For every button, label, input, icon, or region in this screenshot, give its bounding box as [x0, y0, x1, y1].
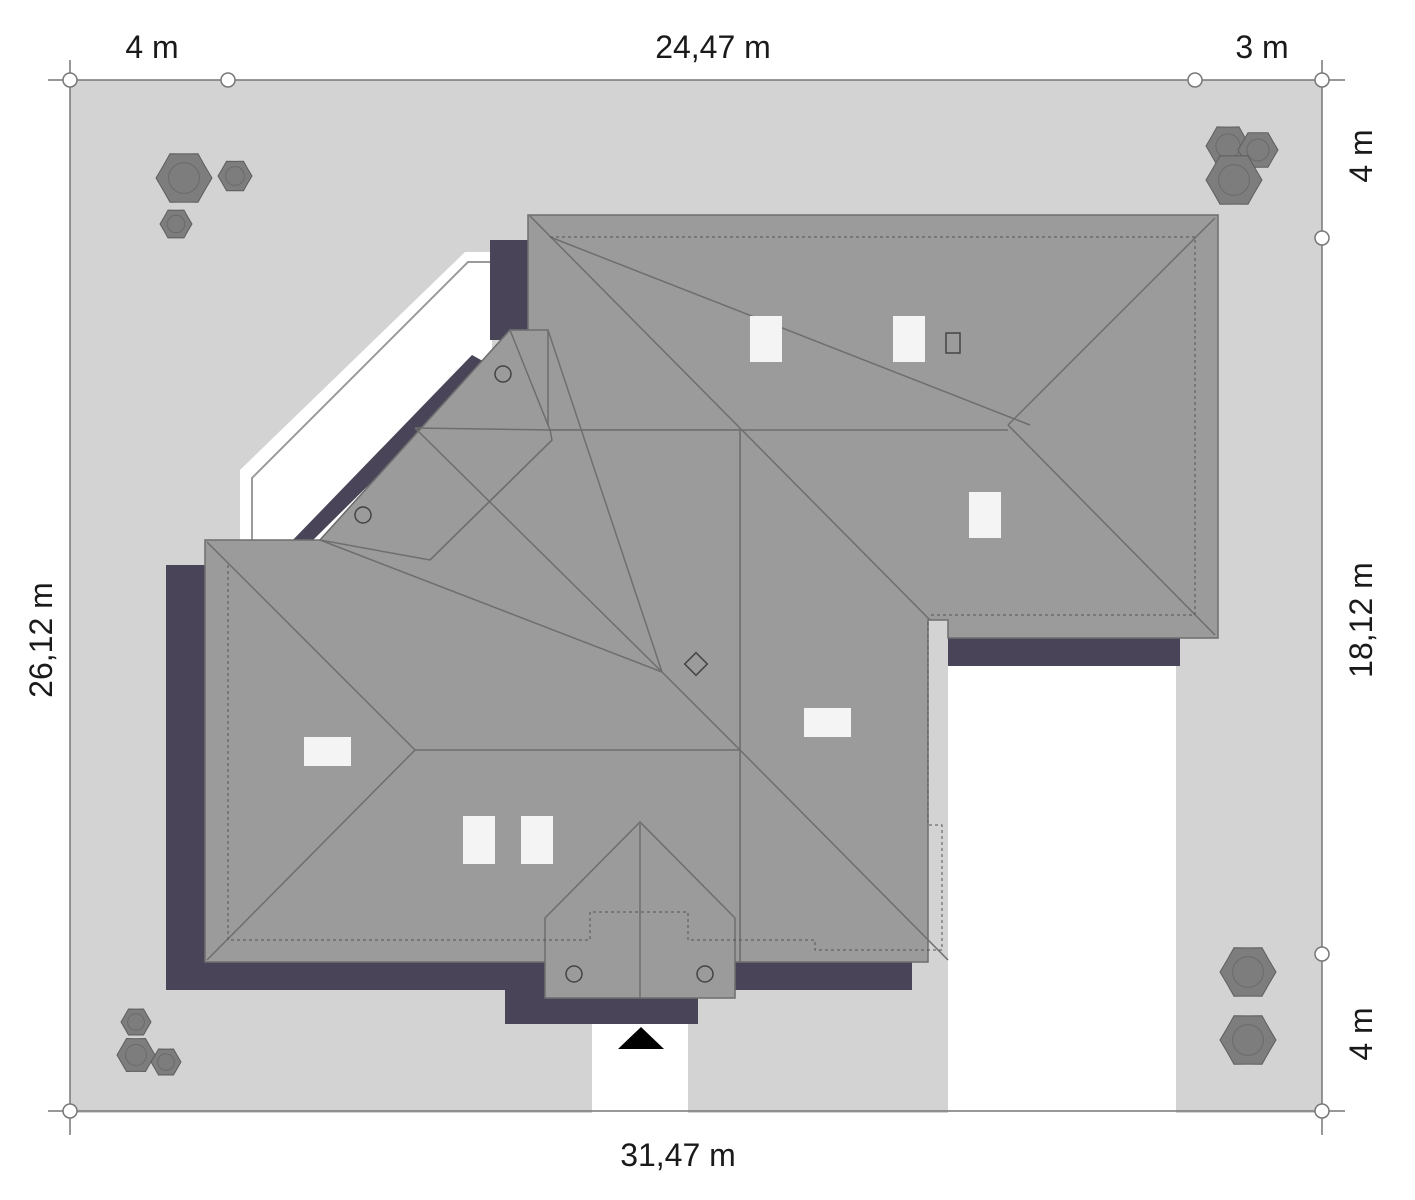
survey-point-icon — [1187, 72, 1203, 88]
ridge-line — [206, 541, 416, 751]
ridge-line — [547, 329, 663, 673]
tree-crown — [1205, 155, 1263, 205]
dimension-labels: 4 m 24,47 m 3 m 31,47 m 26,12 m 4 m 18,1… — [23, 29, 1379, 1173]
ridge-line — [529, 215, 931, 621]
tree-crown-inner — [1218, 164, 1250, 196]
tree-crown-inner — [1246, 138, 1270, 162]
vent-icon — [565, 965, 583, 983]
entrance-triangle-icon — [618, 1027, 664, 1049]
tree-icon — [116, 1037, 156, 1073]
survey-point-icon — [1314, 72, 1330, 88]
ridge-line — [206, 749, 416, 961]
dim-right-bottom-setback: 4 m — [1343, 1007, 1379, 1060]
tree-crown — [1219, 1015, 1277, 1065]
trees — [116, 126, 1279, 1076]
tree-crown — [159, 209, 193, 239]
tree-crown-inner — [225, 166, 245, 186]
tree-crown-inner — [125, 1044, 147, 1066]
shadow-left — [166, 565, 206, 990]
skylight — [463, 816, 495, 864]
ridge-line — [549, 236, 1031, 426]
ridge-line — [739, 749, 949, 961]
tree-crown-inner — [1232, 1024, 1264, 1056]
chimneys — [354, 332, 961, 983]
ridge-line — [1007, 217, 1216, 426]
tree-crown — [116, 1037, 156, 1073]
dim-top-right-setback: 3 m — [1235, 29, 1288, 65]
dim-left-plot-depth: 26,12 m — [23, 582, 59, 698]
shadow-top-wing — [490, 240, 530, 340]
tree-icon — [150, 1048, 182, 1076]
tree-crown — [120, 1008, 152, 1036]
tree-icon — [1219, 947, 1277, 997]
wall-outline — [227, 236, 1196, 951]
dim-bottom-plot-width: 31,47 m — [620, 1137, 736, 1173]
ridge-line — [661, 671, 741, 751]
roof — [204, 214, 1219, 999]
vent-icon — [494, 365, 512, 383]
dim-right-top-setback: 4 m — [1343, 129, 1379, 182]
survey-point-icon — [62, 72, 78, 88]
tree-crown — [155, 153, 213, 203]
shadow-right-wing — [948, 636, 1180, 666]
skylight — [893, 316, 925, 362]
tree-icon — [155, 153, 213, 203]
wall-outline-main — [227, 565, 943, 951]
tree-icon — [1205, 155, 1263, 205]
skylight — [804, 708, 851, 737]
dim-top-left-setback: 4 m — [125, 29, 178, 65]
tree-icon — [159, 209, 193, 239]
ridge-line — [429, 439, 553, 561]
tree-crown-inner — [1232, 956, 1264, 988]
survey-points — [62, 72, 1330, 1119]
survey-point-icon — [1314, 946, 1330, 962]
tree-crown-inner — [127, 1013, 145, 1031]
dim-top-house-width: 24,47 m — [655, 29, 771, 65]
terrace-line — [251, 261, 490, 540]
tree-crown-inner — [166, 214, 186, 234]
driveway-right — [948, 665, 1176, 1113]
survey-point-icon — [1314, 230, 1330, 246]
tree-crown-inner — [168, 162, 200, 194]
survey-point-icon — [1314, 1103, 1330, 1119]
shadow-bottom — [166, 962, 912, 990]
skylight — [969, 492, 1001, 538]
building-shadows — [166, 240, 1180, 1024]
ridge-line — [1007, 424, 1216, 636]
chimney-icon — [945, 332, 961, 354]
roof-lines — [206, 215, 1216, 998]
survey-point-icon — [220, 72, 236, 88]
tree-icon — [217, 160, 253, 192]
tree-crown — [1219, 947, 1277, 997]
tree-icon — [120, 1008, 152, 1036]
skylight — [521, 816, 553, 864]
skylight — [304, 737, 351, 766]
shadow-diagonal — [288, 355, 490, 545]
tree-crown — [217, 160, 253, 192]
survey-point-icon — [62, 1103, 78, 1119]
tree-crown — [150, 1048, 182, 1076]
skylights — [304, 316, 1001, 864]
tree-crown-inner — [157, 1053, 175, 1071]
vent-icon — [696, 965, 714, 983]
driveways — [592, 665, 1176, 1113]
ridge-line — [319, 539, 663, 673]
chimney-icon — [683, 651, 709, 677]
skylight — [750, 316, 782, 362]
ridge-line — [414, 427, 553, 431]
vent-icon — [354, 506, 372, 524]
wall-outline-top-wing — [550, 236, 1196, 616]
dim-right-house-depth: 18,12 m — [1343, 562, 1379, 678]
tree-icon — [1219, 1015, 1277, 1065]
ridge-line — [414, 427, 663, 673]
